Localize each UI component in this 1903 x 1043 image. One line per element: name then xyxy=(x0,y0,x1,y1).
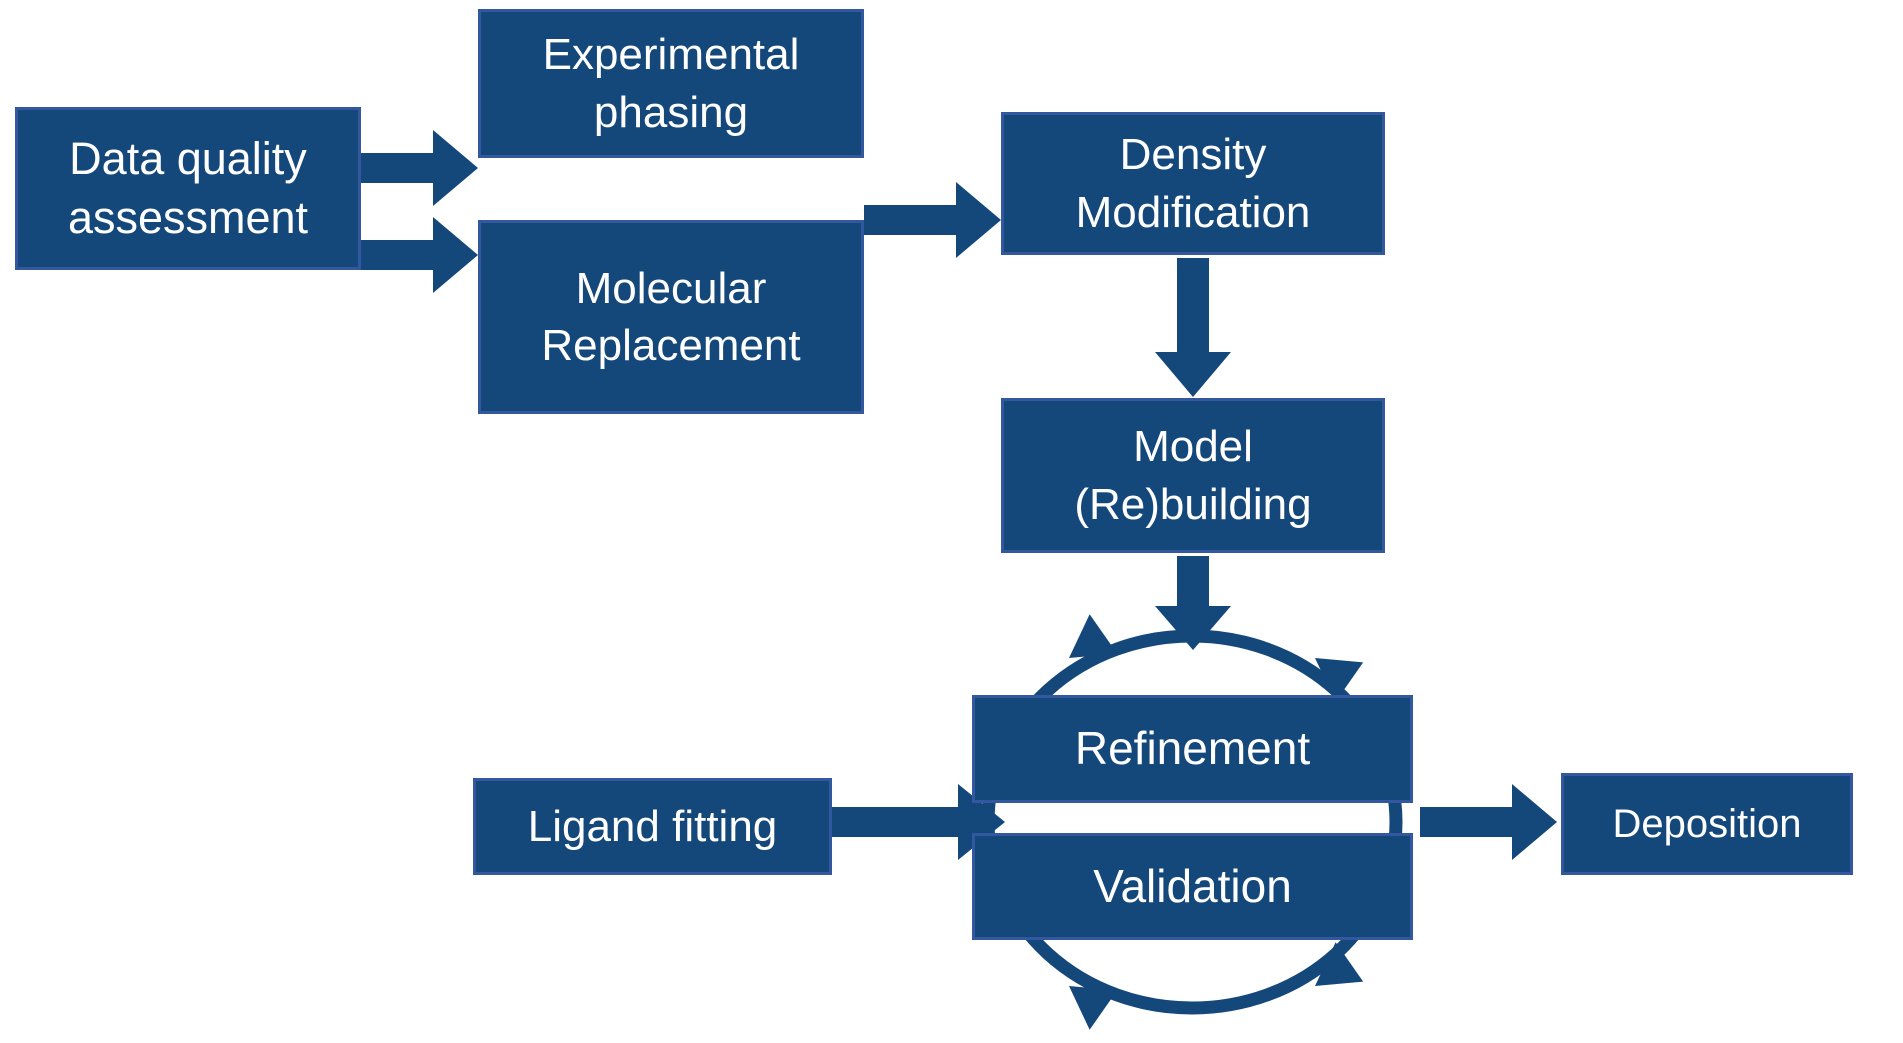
node-label: assessment xyxy=(67,191,309,243)
arrow-ligand-to-cycle xyxy=(832,784,1005,860)
node-deposition: Deposition xyxy=(1561,773,1853,875)
node-ligand-fitting: Ligand fitting xyxy=(473,778,832,875)
node-label: Replacement xyxy=(541,321,801,370)
node-label: Density xyxy=(1119,130,1267,180)
node-refinement: Refinement xyxy=(972,695,1413,803)
node-label: Modification xyxy=(1075,187,1311,237)
node-model-rebuilding: Model (Re)building xyxy=(1001,398,1385,553)
arrow-density-to-model xyxy=(1155,258,1231,397)
node-label: (Re)building xyxy=(1074,479,1312,529)
node-label: Molecular xyxy=(575,263,767,313)
node-label: Validation xyxy=(1093,859,1292,912)
node-label: Experimental xyxy=(542,30,800,80)
cycle-arrowhead-bottom-left-icon xyxy=(1069,986,1118,1030)
arrow-cycle-to-deposition xyxy=(1420,784,1557,860)
arrow-dqa-to-experimental xyxy=(361,130,478,206)
node-density-modification: Density Modification xyxy=(1001,112,1385,255)
cycle-arrowhead-top-right-icon xyxy=(1315,658,1364,702)
arrow-phasing-to-density xyxy=(864,182,1001,258)
node-validation: Validation xyxy=(972,833,1413,940)
node-label: Deposition xyxy=(1612,802,1802,846)
cycle-arrowhead-bottom-right-icon xyxy=(1315,942,1364,986)
cycle-arrowhead-top-left-icon xyxy=(1069,614,1118,658)
node-label: Ligand fitting xyxy=(527,801,778,851)
node-label: Model xyxy=(1133,422,1253,472)
node-data-quality-assessment: Data quality assessment xyxy=(15,107,361,270)
node-label: phasing xyxy=(593,87,749,137)
arrow-model-to-cycle xyxy=(1155,556,1231,650)
arrow-dqa-to-molecular xyxy=(361,217,478,293)
node-label: Data quality xyxy=(69,133,307,184)
node-label: Refinement xyxy=(1074,722,1311,775)
node-molecular-replacement: Molecular Replacement xyxy=(478,220,864,414)
node-experimental-phasing: Experimental phasing xyxy=(478,9,864,158)
